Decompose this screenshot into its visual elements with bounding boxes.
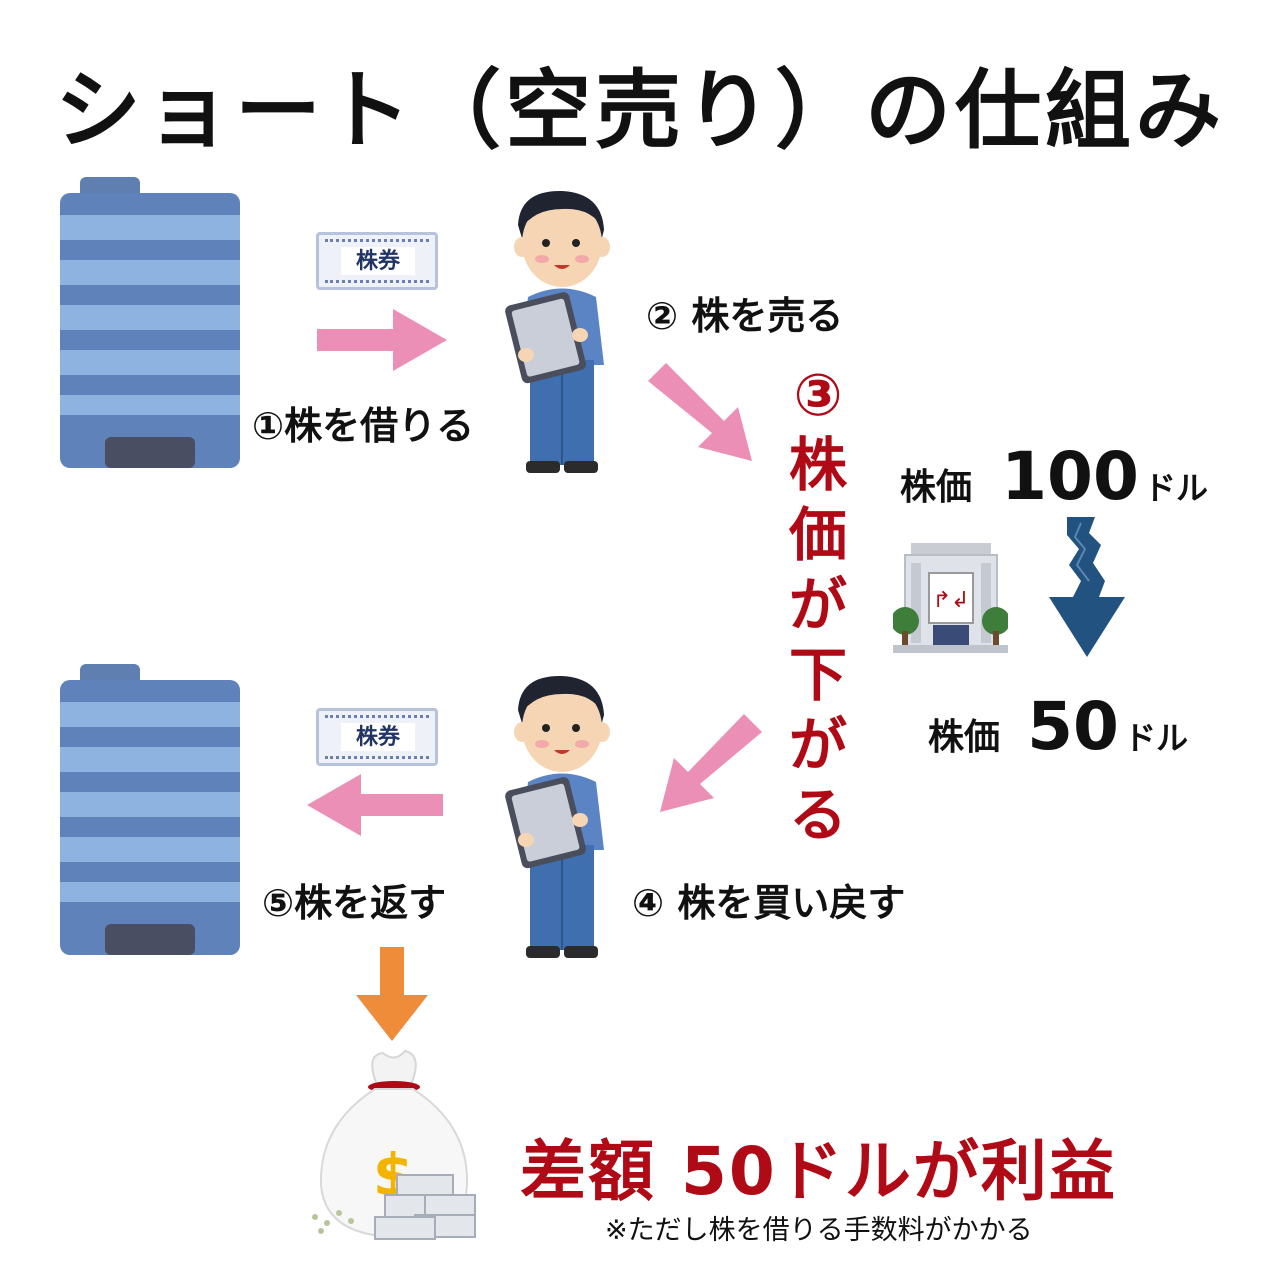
arrow-down-left-icon (660, 714, 762, 812)
stock-certificate-top: 株券 (316, 232, 438, 290)
stock-exchange-icon: ↱↲ (893, 543, 1008, 653)
step3-vertical-label: ③ 株 価 が 下 が る (778, 360, 858, 850)
price-drop-arrow-icon (1049, 517, 1125, 657)
arrow-left-icon (307, 774, 443, 836)
step3-char: 価 (788, 501, 847, 569)
stock-certificate-bottom: 株券 (316, 708, 438, 766)
money-bag-icon: $ (312, 1049, 476, 1240)
step3-char: 株 (788, 431, 847, 499)
fee-note: ※ただし株を借りる手数料がかかる (605, 1215, 1033, 1246)
cash-stack (374, 1174, 476, 1240)
step4-label: ④ 株を買い戻す (632, 881, 906, 925)
stock-certificate-label: 株券 (341, 247, 415, 275)
step5-label: ⑤株を返す (262, 881, 447, 925)
price-after-unit: ドル (1124, 719, 1189, 757)
price-before-value: 100 (1001, 438, 1139, 515)
investor-person-bottom (505, 675, 610, 958)
investor-person-top (505, 190, 610, 473)
step2-label: ② 株を売る (646, 294, 844, 338)
price-before: 株価 100 ドル (900, 438, 1208, 515)
company-building-bottom (60, 664, 240, 955)
price-after-label: 株価 (928, 717, 1001, 758)
company-building-top (60, 177, 240, 468)
step3-char: 下 (788, 641, 847, 709)
price-before-label: 株価 (900, 467, 973, 508)
step3-number: ③ (793, 361, 843, 429)
price-after: 株価 50 ドル (928, 688, 1188, 765)
step1-label: ①株を借りる (252, 404, 475, 448)
arrow-down-right-icon (648, 363, 752, 461)
profit-text: 差額 50ドルが利益 (520, 1133, 1117, 1210)
price-before-unit: ドル (1143, 469, 1208, 507)
stock-certificate-label: 株券 (341, 723, 415, 751)
arrow-right-icon (317, 309, 447, 371)
step3-char: が (788, 711, 847, 779)
exchange-sign: ↱↲ (933, 588, 970, 613)
step3-char: る (788, 781, 847, 849)
price-after-value: 50 (1027, 688, 1119, 765)
step3-char: が (788, 571, 847, 639)
page-title: ショート（空売り）の仕組み (55, 61, 1225, 161)
arrow-down-icon (356, 947, 428, 1041)
